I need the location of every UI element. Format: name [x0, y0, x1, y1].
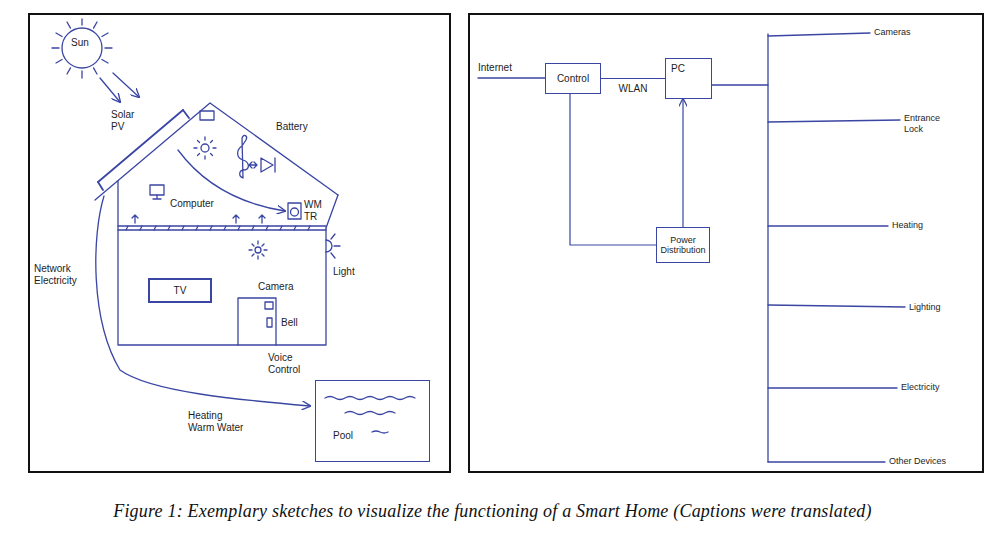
house-outline	[118, 181, 326, 345]
washing-machine-icon	[288, 203, 301, 219]
device-bus	[768, 461, 885, 462]
panel-frame	[29, 14, 450, 472]
component-label: Computer	[170, 198, 214, 210]
outdoor-light-symbol	[331, 234, 340, 258]
device-bus	[768, 33, 870, 36]
lamp-symbol	[194, 137, 216, 159]
device-label: Other Devices	[889, 456, 946, 467]
sunlight-arrow	[100, 78, 120, 102]
node-text: Control	[557, 73, 589, 85]
music-speaker-symbol	[238, 135, 249, 178]
device-bus	[712, 84, 768, 85]
connector-line	[570, 94, 656, 245]
sun-sketch	[52, 19, 112, 78]
house-outline	[200, 111, 214, 120]
node-text: Pool	[333, 430, 353, 442]
component-label: WM TR	[304, 199, 322, 223]
lamp-symbol	[201, 144, 209, 152]
device-label: Cameras	[874, 27, 911, 38]
component-label: Bell	[281, 317, 298, 329]
device-bus	[768, 120, 900, 122]
device-label: Lighting	[909, 302, 941, 313]
pool-water	[325, 397, 415, 400]
entrance-door	[265, 302, 273, 309]
control-box: Control	[545, 63, 601, 94]
component-label: Voice Control	[268, 352, 300, 376]
connector-line	[682, 99, 683, 227]
solar-panel	[98, 110, 183, 182]
pool-box: Pool	[315, 380, 430, 462]
washing-machine-icon	[288, 203, 301, 219]
sunlight-arrow	[100, 73, 139, 102]
music-speaker-symbol	[238, 135, 275, 178]
node-text: TV	[174, 285, 187, 297]
connector-line	[601, 78, 665, 79]
ceiling-lamp-symbol	[255, 247, 261, 253]
panel-frame	[29, 14, 983, 472]
entrance-door	[238, 298, 276, 345]
internet-line	[478, 77, 545, 78]
pool-water	[345, 412, 395, 415]
outdoor-light-symbol	[326, 240, 332, 252]
floor-slab	[132, 215, 265, 223]
house-outline	[95, 103, 338, 345]
lamp-symbol	[194, 137, 216, 159]
sun-sketch	[52, 19, 112, 78]
floor-slab	[126, 226, 310, 230]
supply-line-arrow	[96, 196, 310, 406]
computer-icon	[150, 185, 164, 199]
computer-icon	[153, 195, 161, 199]
device-bus	[767, 34, 768, 462]
outdoor-light-symbol	[326, 234, 340, 258]
device-label: Electricity	[901, 382, 940, 393]
component-label: Camera	[258, 281, 294, 293]
solar-panel	[98, 110, 189, 190]
music-speaker-symbol	[249, 162, 257, 168]
sunlight-arrow	[113, 73, 139, 97]
house-outline	[326, 195, 338, 228]
pool-water	[325, 397, 415, 434]
device-bus	[712, 33, 905, 462]
device-bus	[768, 305, 905, 307]
sun-sketch	[62, 28, 102, 68]
device-bus	[768, 225, 888, 226]
component-label: Light	[333, 266, 355, 278]
ceiling-lamp-symbol	[249, 241, 267, 259]
node-text: Power Distribution	[660, 235, 705, 256]
internet-line	[478, 77, 545, 78]
music-speaker-symbol	[261, 158, 275, 172]
entrance-door	[238, 298, 276, 345]
ceiling-lamp-symbol	[249, 241, 267, 259]
solar-panel	[98, 110, 189, 190]
device-label: Entrance Lock	[904, 113, 940, 135]
figure-caption: Figure 1: Exemplary sketches to visualiz…	[0, 501, 985, 522]
input-label: Internet	[478, 62, 512, 74]
pool-water	[372, 431, 388, 433]
node-text: PC	[671, 63, 685, 75]
supply-label: Heating Warm Water	[188, 410, 250, 434]
entrance-door	[267, 318, 272, 327]
device-bus	[768, 387, 897, 388]
pc-box: PC	[665, 58, 712, 99]
computer-icon	[150, 185, 164, 195]
sun-label: Sun	[71, 37, 89, 49]
component-label: Solar PV	[111, 109, 134, 133]
supply-line-arrow	[96, 196, 310, 406]
device-label: Heating	[892, 220, 923, 231]
connector-label: WLAN	[617, 83, 650, 95]
supply-label: Network Electricity	[34, 263, 77, 287]
floor-slab	[118, 215, 326, 230]
power-distribution-box: Power Distribution	[656, 227, 710, 263]
component-label: Battery	[276, 121, 308, 133]
tv-box: TV	[148, 278, 212, 303]
floor-slab	[118, 226, 326, 230]
washing-machine-icon	[291, 208, 299, 216]
panel-frame	[469, 14, 983, 472]
